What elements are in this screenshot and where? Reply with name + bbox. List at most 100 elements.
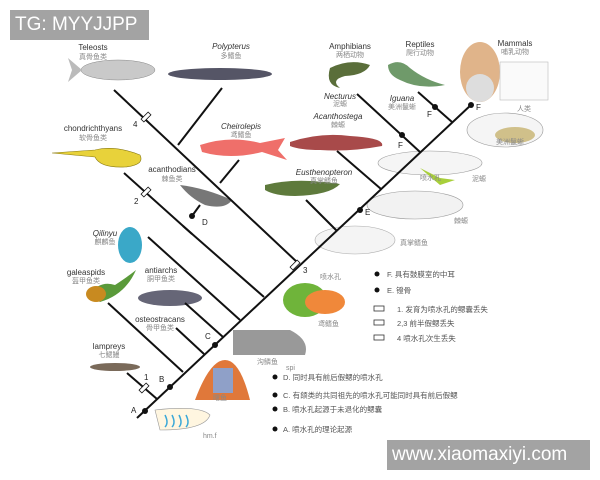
node-f-dot-2 — [432, 104, 438, 110]
node-f-dot-1 — [399, 132, 405, 138]
watermark-top-left: TG: MYYJJPP — [10, 10, 149, 40]
branch-antiarchs — [184, 302, 224, 338]
amphibian-animal — [328, 62, 370, 88]
iguana-label: Iguana — [390, 94, 415, 103]
legend-f-dot — [374, 271, 380, 277]
gill-arches — [164, 414, 189, 428]
branch-galeaspids — [107, 302, 184, 373]
skull-labels: 人类 美洲鬣蜥 泥螈 棘螈 真掌鳍鱼 喷水孔 喷水孔 鸢鳍鱼 沟鳞鱼 曙鱼 sp… — [203, 104, 531, 440]
node-dots — [142, 102, 474, 414]
mammals-label-zh: 哺乳动物 — [501, 47, 529, 56]
necturus-skull-diagram — [377, 150, 483, 176]
legend-d-text: D. 同时具有前后假鳃的喷水孔 — [283, 372, 383, 382]
label-loss-4: 4 — [133, 120, 138, 129]
gill-pouch-diagram — [154, 408, 211, 431]
label-f-1: F — [398, 141, 403, 150]
acanthostega-label-zh: 棘螈 — [331, 120, 345, 129]
acanthodians-label: acanthodians — [148, 165, 196, 174]
teleosts-label: Teleosts — [78, 43, 107, 52]
branch-osteostracans — [175, 327, 205, 355]
watermark-bottom-right: www.xiaomaxiyi.com — [387, 440, 590, 470]
qilinyu-label: Qilinyu — [93, 229, 118, 238]
label-a: A — [131, 406, 137, 415]
label-loss-2: 2 — [134, 197, 139, 206]
node-e-dot — [357, 207, 363, 213]
animal-illustrations — [51, 42, 549, 431]
antiarchs-label: antiarchs — [145, 266, 177, 275]
necturus-label: Necturus — [324, 92, 356, 101]
loss-1-bar — [138, 382, 150, 394]
label-loss-3: 3 — [303, 266, 308, 275]
label-d: D — [202, 218, 208, 227]
acanthodians-label-zh: 棘鱼类 — [162, 174, 183, 183]
branch-qilinyu — [147, 236, 241, 321]
spi-label: spi — [286, 365, 295, 372]
label-b: B — [159, 375, 164, 384]
label-f-3: F — [476, 103, 481, 112]
branch-cheirolepis — [219, 159, 240, 184]
chondrichthyan-fish — [51, 148, 142, 168]
legend-loss1-bar — [373, 305, 385, 312]
teleosts-label-zh: 真骨鱼类 — [79, 52, 107, 61]
legend-loss1-text: 1. 发育为喷水孔的鳃囊丢失 — [397, 304, 488, 314]
iguana-animal — [388, 62, 445, 87]
acanthostega-animal — [290, 134, 383, 151]
loss-4-bar — [140, 111, 152, 123]
qilinyu-label-zh: 麒麟鱼 — [95, 237, 116, 246]
amphibians-label-zh: 两栖动物 — [336, 50, 364, 59]
legend-c-dot — [272, 392, 278, 398]
acanthostega-skull-label: 棘螈 — [454, 216, 468, 225]
node-a-dot — [142, 408, 148, 414]
reptiles-label: Reptiles — [406, 40, 435, 49]
cheirolepis-skull-orange — [305, 290, 345, 314]
necturus-label-zh: 泥螈 — [333, 99, 347, 108]
legend-c-text: C. 有颌类的共同祖先的喷水孔可能同时具有前后假鳃 — [283, 390, 458, 400]
trunk — [136, 103, 473, 419]
acanthodian-fish — [180, 185, 232, 207]
lamprey-fish — [90, 363, 140, 371]
cheirolepis-skull-label: 鸢鳍鱼 — [318, 319, 339, 328]
darwin-beard — [466, 74, 494, 102]
branch-acanthostega — [336, 150, 382, 190]
branch-placoderm-join — [182, 225, 265, 298]
placoderm-head-diagram — [233, 330, 306, 355]
teleost-fish — [80, 59, 156, 81]
placoderm-skull-label: 沟鳞鱼 — [257, 357, 278, 366]
polypterus-fish — [168, 68, 272, 80]
legend-e-text: E. 镫骨 — [387, 285, 411, 295]
legend-e-dot — [374, 287, 380, 293]
label-c: C — [205, 332, 211, 341]
node-d-dot — [189, 213, 195, 219]
node-c-dot — [212, 342, 218, 348]
human-skull-label: 人类 — [517, 104, 531, 113]
galeaspids-label: galeaspids — [67, 268, 105, 277]
amphibians-label: Amphibians — [329, 42, 371, 51]
iguana-skull-label: 美洲鬣蜥 — [496, 137, 524, 146]
antiarch-fish — [138, 290, 202, 306]
legend-loss4-text: 4 喷水孔次生丢失 — [397, 333, 456, 343]
eusthenopteron-label-zh: 真掌鳍鱼 — [310, 176, 338, 185]
galeaspid-head-label: 曙鱼 — [213, 393, 227, 402]
cheirolepis-fish — [200, 138, 287, 160]
branch-chondrichthyans — [123, 172, 193, 235]
qilinyu-fish — [118, 227, 142, 263]
chondrichthyans-label: chondrichthyans — [64, 124, 122, 133]
polypterus-label-zh: 多鳍鱼 — [221, 51, 242, 60]
node-f-dot-3 — [468, 102, 474, 108]
taxon-labels: Teleosts 真骨鱼类 Polypterus 多鳍鱼 chondrichth… — [64, 39, 532, 359]
loss-markers — [138, 111, 301, 394]
cheirolepis-label-zh: 鸢鳍鱼 — [231, 130, 252, 139]
legend-d-dot — [272, 374, 278, 380]
lampreys-label-zh: 七鳃鳗 — [99, 350, 120, 359]
label-loss-1: 1 — [144, 373, 149, 382]
reptiles-label-zh: 爬行动物 — [406, 48, 434, 57]
loss-3-bar — [289, 259, 301, 271]
legend-a-text: A. 喷水孔的理论起源 — [283, 424, 353, 434]
branch-necturus — [356, 93, 421, 153]
eusthenopteron-label: Eusthenopteron — [296, 168, 353, 177]
branch-polypterus — [177, 87, 223, 146]
legend-loss23-text: 2,3 前半假鳃丢失 — [397, 318, 455, 328]
osteostracans-label: osteostracans — [135, 315, 185, 324]
galeaspids-label-zh: 盔甲鱼类 — [72, 276, 100, 285]
